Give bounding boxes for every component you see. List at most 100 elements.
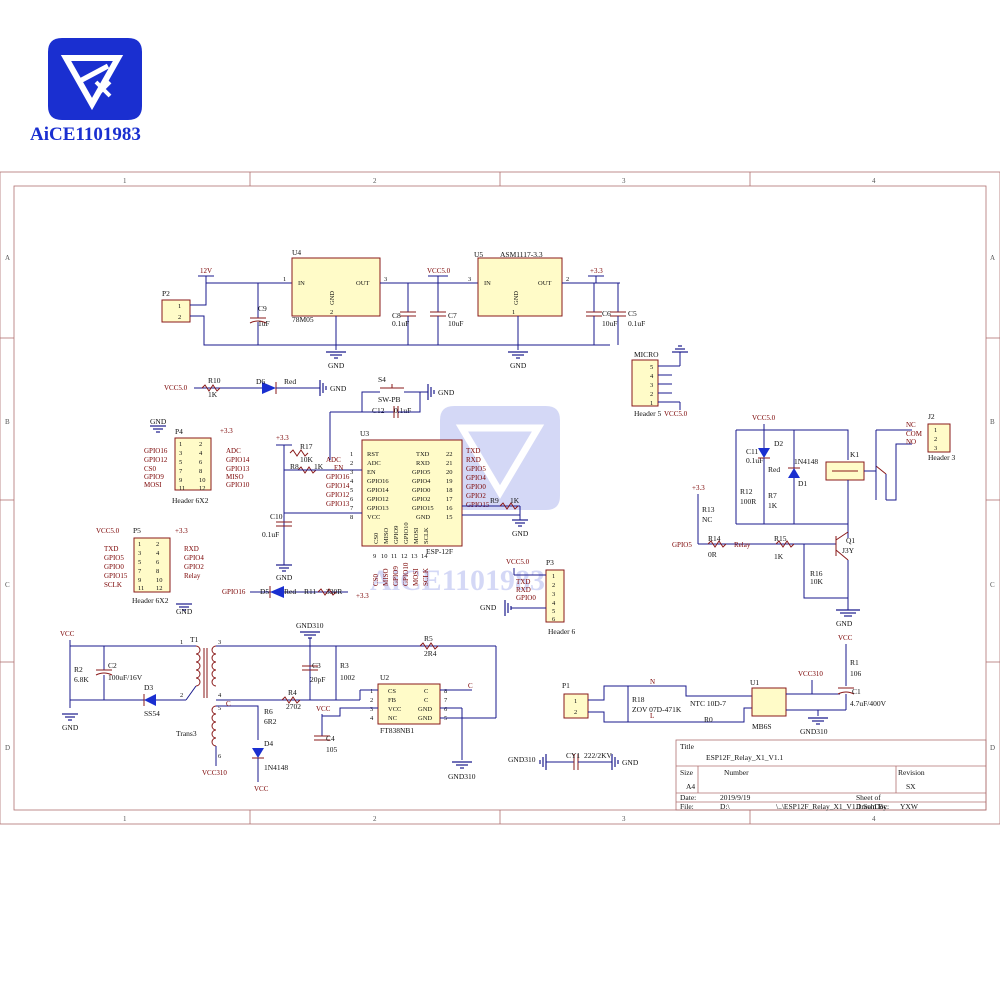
cy-val: 222/2KV <box>584 751 613 760</box>
r14-ref: R14 <box>708 534 721 543</box>
t1-pin2: 2 <box>180 692 183 699</box>
esp-pin-adc: ADC <box>367 460 381 467</box>
flyback-converter-section: VCC R2 6.8K C2 100uF/16V D3 SS54 GND T1 … <box>60 621 497 793</box>
r15-val: 1K <box>774 552 784 561</box>
u2-vcc-net: VCC <box>316 705 331 713</box>
p5-pin11: 11 <box>138 585 144 592</box>
u2-pin4: 4 <box>370 715 374 722</box>
r13-ref: R13 <box>702 505 715 514</box>
p4-net-gpio14: GPIO14 <box>226 456 250 464</box>
r9-val: 1K <box>510 496 520 505</box>
flyback-vcc50: VCC <box>60 630 75 638</box>
tb-size: A4 <box>686 782 695 791</box>
esp-num-13: 13 <box>411 553 418 560</box>
d6-vcc: VCC5.0 <box>164 384 188 392</box>
p4-net-cs0: CS0 <box>144 465 157 473</box>
c1-ref: C1 <box>852 687 861 696</box>
col-2-top: 2 <box>373 177 377 185</box>
mains-input-section: P1 1 2 N L R18 ZOV 07D-471K NTC 10D-7 R0… <box>508 634 887 770</box>
relay-net: Relay <box>734 541 751 549</box>
r11-val: 330R <box>326 587 342 596</box>
u5-regulator <box>477 257 563 317</box>
p4-net-gpio13: GPIO13 <box>226 465 250 473</box>
flyback-gnd: GND <box>62 723 79 732</box>
tb-revision-label: Revision <box>898 768 925 777</box>
u5-part: ASM1117-3.3 <box>500 250 543 259</box>
tb-file-path: \..\ESP12F_Relay_X1_V1.1.SchDoc <box>776 802 888 811</box>
esp-num-10: 10 <box>381 553 388 560</box>
esp-pin-miso: MISO <box>383 527 390 544</box>
u2-pin1: 1 <box>370 688 373 695</box>
title-block: Title ESP12F_Relay_X1_V1.1 Size A4 Numbe… <box>675 739 987 811</box>
esp-pin-gpio12: GPIO12 <box>367 496 389 503</box>
d2-ref: D2 <box>774 439 783 448</box>
p5-net-gpio5: GPIO5 <box>104 554 124 562</box>
p4-net-adc: ADC <box>226 447 241 455</box>
c11-ref: C11 <box>746 447 758 456</box>
j2-name: Header 3 <box>928 453 956 462</box>
d4-ref: D4 <box>264 739 273 748</box>
mains-gnd310: GND310 <box>800 727 828 736</box>
power-supply-section: 12V P2 1 2 C9 1uF U4 IN OUT GND 78M05 1 … <box>161 248 645 370</box>
r8-val: 1K <box>314 462 324 471</box>
p5-pin9: 9 <box>138 577 141 584</box>
r13-val: NC <box>702 515 712 524</box>
j2-nc: NC <box>906 421 916 429</box>
esp-num-2: 2 <box>350 460 353 467</box>
p4-pin2: 2 <box>199 441 202 448</box>
cy-gnd310: GND310 <box>508 755 536 764</box>
p3-header: VCC5.0 P3 1 2 3 4 5 6 TXD RXD GPIO0 GND … <box>480 558 576 636</box>
esp-vcc: +3.3 <box>276 434 289 442</box>
c4-val: 105 <box>326 745 338 754</box>
t1-pin6: 6 <box>218 753 222 760</box>
u2-c1: C <box>424 688 428 695</box>
p3-net-gpio0: GPIO0 <box>516 594 536 602</box>
r13-vcc: +3.3 <box>692 484 705 492</box>
logo-text: AiCE1101983 <box>30 124 141 145</box>
p3-name: Header 6 <box>548 627 576 636</box>
p5-name: Header 6X2 <box>132 596 169 605</box>
ntc-val: NTC 10D-7 <box>690 699 726 708</box>
p1-pin2: 2 <box>574 709 577 716</box>
d5-net: GPIO16 <box>222 588 246 596</box>
p5-pin8: 8 <box>156 568 159 575</box>
esp-net-gpio13: GPIO13 <box>326 500 350 508</box>
gnd310-top: GND310 <box>296 621 324 630</box>
u1-part: MB6S <box>752 722 772 731</box>
micro-pin2: 2 <box>650 391 653 398</box>
mains-n: N <box>650 678 655 686</box>
r4-val: 2702 <box>286 702 301 711</box>
c6-val: 10uF <box>602 319 617 328</box>
d4-val: 1N4148 <box>264 763 288 772</box>
d1-val: 1N4148 <box>794 457 818 466</box>
esp-part: ESP-12F <box>426 547 453 556</box>
relay-vcc: VCC5.0 <box>752 414 776 422</box>
p5-net-txd: TXD <box>104 545 118 553</box>
p5-pin7: 7 <box>138 568 142 575</box>
r10-val: 1K <box>208 390 218 399</box>
esp12f-module: U3 +3.3 R17 10K R8 1K RST ADC EN GPIO16 … <box>262 429 529 586</box>
u4-part: 78M05 <box>292 315 314 324</box>
p5-pin12: 12 <box>156 585 163 592</box>
esp-net-gpio15: GPIO15 <box>466 501 490 509</box>
p5-net-gpio0: GPIO0 <box>104 563 124 571</box>
esp-pin-rst: RST <box>367 451 379 458</box>
u2-c2: C <box>424 697 428 704</box>
row-b-left: B <box>5 418 10 426</box>
row-c-right: C <box>990 581 995 589</box>
p4-pin9: 9 <box>179 477 182 484</box>
brand-logo: AiCE1101983 <box>30 38 142 145</box>
u1-ref: U1 <box>750 678 759 687</box>
esp-num-6: 6 <box>350 496 354 503</box>
r5-val: 2R4 <box>424 649 437 658</box>
p5-pin10: 10 <box>156 577 163 584</box>
t1-name: Trans3 <box>176 729 197 738</box>
esp-net-mosi: MOSI <box>412 568 420 586</box>
p5-net-sclk: SCLK <box>104 581 122 589</box>
esp-num-7: 7 <box>350 505 354 512</box>
esp-num-11: 11 <box>391 553 397 560</box>
esp-num-1: 1 <box>350 451 353 458</box>
p4-net-miso: MISO <box>226 473 244 481</box>
p5-gnd: GND <box>176 607 193 616</box>
esp-pin-gpio13: GPIO13 <box>367 505 389 512</box>
